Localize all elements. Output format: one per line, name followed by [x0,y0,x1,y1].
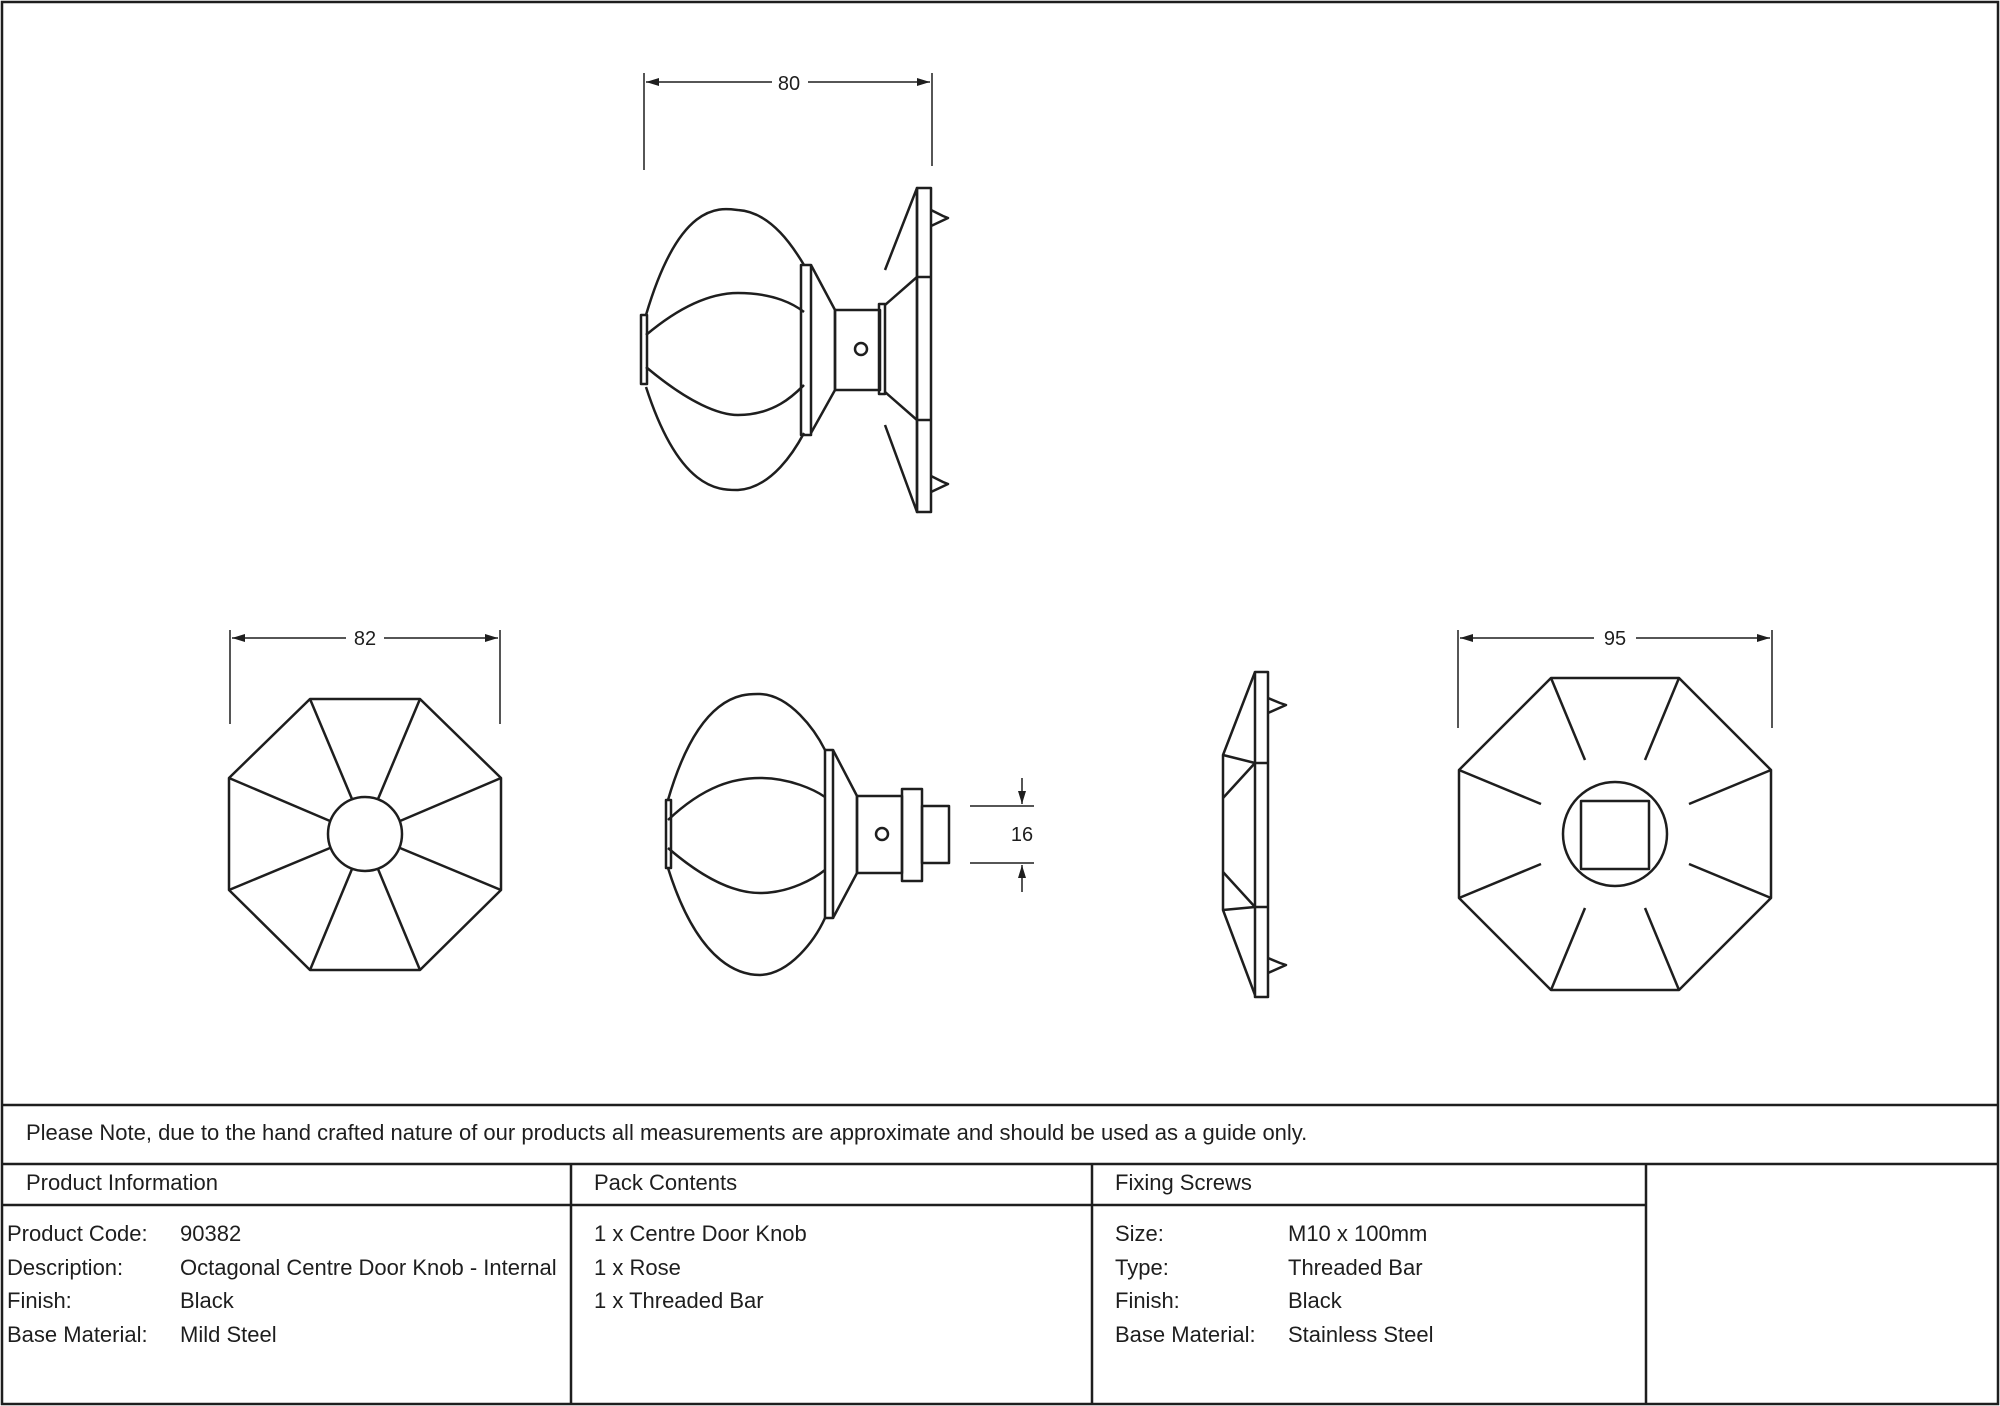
screw-size-label: Size: [1115,1221,1164,1246]
knob-side-view [639,186,950,514]
product-code-value: 90382 [180,1221,242,1246]
description-label: Description: [7,1255,124,1280]
knob-front-view [227,697,503,972]
dimension-16 [970,778,1034,892]
fixing-screws-heading: Fixing Screws [1115,1170,1252,1195]
finish-label: Finish: [7,1288,72,1313]
screw-finish-label: Finish: [1115,1288,1180,1313]
measurement-note: Please Note, due to the hand crafted nat… [26,1120,1308,1145]
dimension-16-label: 16 [1011,824,1033,846]
screw-material-value: Stainless Steel [1288,1322,1434,1347]
screw-type-label: Type: [1115,1255,1169,1280]
pack-item: 1 x Threaded Bar [594,1288,764,1313]
product-info-heading: Product Information [26,1170,218,1195]
info-table-grid [2,1103,1998,1404]
pack-item: 1 x Centre Door Knob [594,1221,807,1246]
dimension-95-label: 95 [1604,628,1626,650]
rose-front-view [1457,676,1773,992]
dimension-80 [643,73,933,170]
base-material-label: Base Material: [7,1322,148,1347]
dimension-82-label: 82 [354,628,376,650]
screw-finish-value: Black [1288,1288,1342,1313]
product-code-label: Product Code: [7,1221,148,1246]
rose-side-view [1221,670,1288,999]
dimension-82 [229,630,501,724]
description-value: Octagonal Centre Door Knob - Internal [180,1255,557,1280]
pack-contents-heading: Pack Contents [594,1170,738,1195]
finish-value: Black [180,1288,234,1313]
screw-material-label: Base Material: [1115,1322,1256,1347]
pack-item: 1 x Rose [594,1255,681,1280]
knob-only-side-view [664,692,951,977]
screw-size-value: M10 x 100mm [1288,1221,1428,1246]
screw-type-value: Threaded Bar [1288,1255,1423,1280]
dimension-95 [1457,630,1773,728]
base-material-value: Mild Steel [180,1322,277,1347]
dimension-80-label: 80 [778,73,800,95]
